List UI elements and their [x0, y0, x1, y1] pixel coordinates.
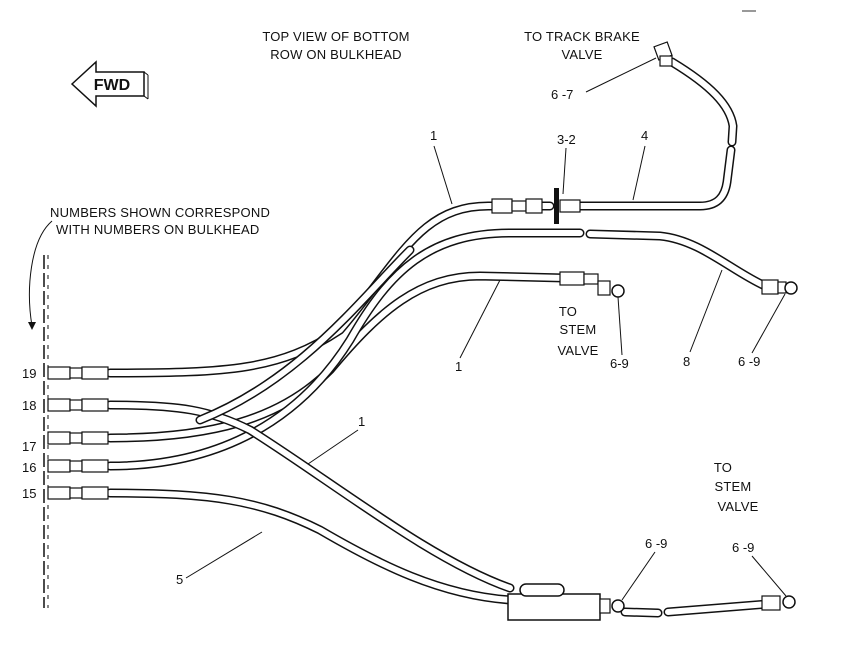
lower-stem-fitting [761, 595, 796, 611]
callout-1-top: 1 [430, 128, 437, 143]
upper-stem-fitting [559, 271, 625, 298]
callout-6-9-right: 6 -9 [738, 354, 760, 369]
note-leader [28, 220, 53, 327]
dest-stem-lower-line3: VALVE [718, 499, 759, 514]
track-brake-elbow [653, 41, 673, 67]
diagram-title-line1: TOP VIEW OF BOTTOM [262, 29, 409, 44]
callout-8: 8 [683, 354, 690, 369]
port-fittings [47, 366, 109, 500]
bulkhead [43, 255, 49, 608]
callout-6-7: 6 -7 [551, 87, 573, 102]
scan-mark [742, 10, 756, 12]
diagram-title-line2: ROW ON BULKHEAD [270, 47, 402, 62]
callout-4: 4 [641, 128, 648, 143]
callout-1-low: 1 [358, 414, 365, 429]
dest-track-brake-line1: TO TRACK BRAKE [524, 29, 640, 44]
port-number-16: 16 [22, 460, 36, 475]
dest-stem-lower-line1: TO [714, 460, 732, 475]
union-fitting-3-2 [491, 188, 581, 224]
dest-stem-upper-line2: STEM [560, 322, 597, 337]
dest-stem-lower-line2: STEM [715, 479, 752, 494]
callout-6-9-box: 6 -9 [645, 536, 667, 551]
forward-arrow-icon: FWD [70, 60, 149, 108]
port-number-18: 18 [22, 398, 36, 413]
callout-6-9-lower: 6 -9 [732, 540, 754, 555]
callout-5: 5 [176, 572, 183, 587]
hose-group [105, 57, 773, 618]
dest-stem-upper-line1: TO [559, 304, 577, 319]
port-number-19: 19 [22, 366, 36, 381]
port-number-15: 15 [22, 486, 36, 501]
note-line2: WITH NUMBERS ON BULKHEAD [56, 222, 259, 237]
callout-6-9-upper: 6-9 [610, 356, 629, 371]
valve-block [507, 583, 625, 621]
port-number-17: 17 [22, 439, 36, 454]
forward-label: FWD [94, 77, 130, 94]
right-stem-fitting [761, 279, 798, 295]
callout-3-2: 3-2 [557, 132, 576, 147]
note-arrowhead-icon [28, 322, 36, 330]
dest-track-brake-line2: VALVE [562, 47, 603, 62]
dest-stem-upper-line3: VALVE [558, 343, 599, 358]
callout-1-mid: 1 [455, 359, 462, 374]
note-line1: NUMBERS SHOWN CORRESPOND [50, 205, 270, 220]
